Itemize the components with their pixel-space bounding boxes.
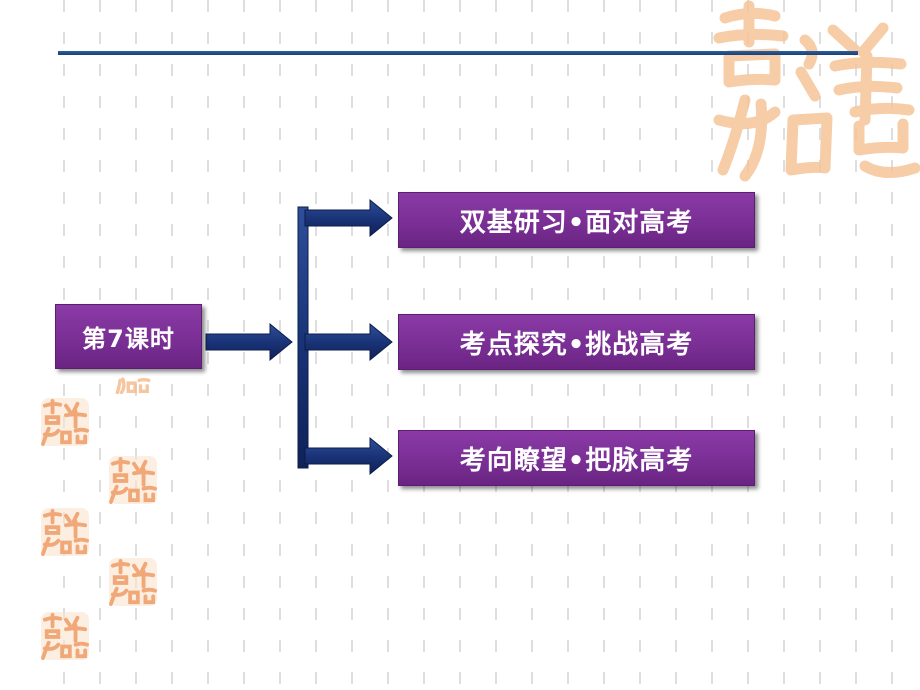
auspicious-seal-small-5 [109,558,157,606]
branch-label-key-points: 考点探究•挑战高考 [459,329,694,360]
lesson-title-label: 第7课时 [82,325,175,353]
lesson-title-box[interactable]: 第7课时 [55,304,202,369]
branch-box-outlook[interactable]: 考向瞭望•把脉高考 [398,430,755,486]
auspicious-seal-small-4 [41,508,89,556]
auspicious-seal-small-1 [115,377,151,394]
branch-label-outlook: 考向瞭望•把脉高考 [459,445,694,476]
branch-arrow-3 [304,436,393,476]
main-arrow [205,322,293,362]
top-divider-line [58,51,858,55]
auspicious-seal-small-2 [41,398,89,446]
auspicious-seal-small-3 [109,456,157,504]
auspicious-seal-large [713,0,920,182]
branch-box-basics[interactable]: 双基研习•面对高考 [398,192,755,248]
branch-label-basics: 双基研习•面对高考 [459,207,694,238]
branch-arrow-2 [304,322,393,362]
branch-box-key-points[interactable]: 考点探究•挑战高考 [398,314,755,370]
branch-arrow-1 [304,198,393,238]
auspicious-seal-small-6 [41,612,89,660]
